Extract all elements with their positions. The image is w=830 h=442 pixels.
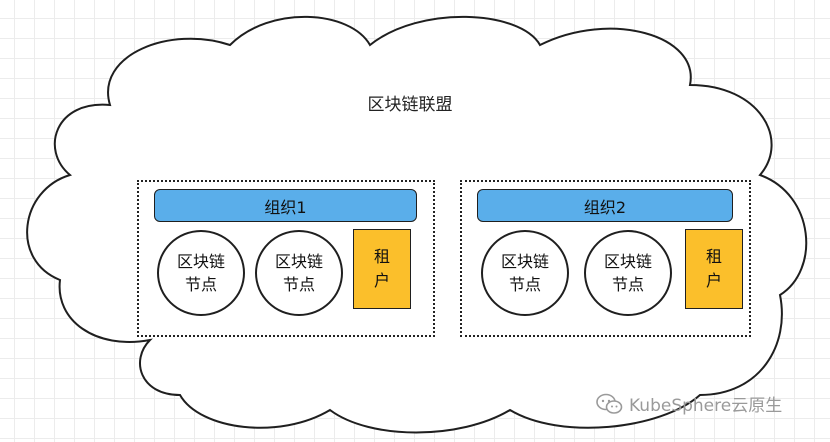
wechat-icon	[596, 393, 623, 414]
organization-1-label: 组织1	[154, 189, 417, 222]
organization-1-container	[137, 180, 435, 337]
tenant-label-line1: 租	[705, 247, 722, 266]
node-label-line1: 区块链	[500, 252, 549, 271]
tenant-box: 租 户	[353, 229, 411, 309]
blockchain-node: 区块链 节点	[255, 230, 343, 316]
node-label-line2: 节点	[184, 275, 217, 294]
node-label-line2: 节点	[282, 275, 315, 294]
watermark: KubeSphere云原生	[595, 391, 782, 416]
organization-2-label: 组织2	[477, 189, 733, 222]
blockchain-node: 区块链 节点	[584, 230, 672, 316]
blockchain-node: 区块链 节点	[157, 230, 245, 316]
node-label-line1: 区块链	[176, 252, 225, 271]
node-label-line1: 区块链	[603, 252, 652, 271]
node-label-line2: 节点	[611, 275, 644, 294]
tenant-label-line1: 租	[373, 247, 390, 266]
tenant-label-line2: 户	[705, 271, 722, 290]
diagram-title: 区块链联盟	[367, 95, 453, 115]
watermark-text: KubeSphere云原生	[629, 396, 783, 416]
organization-2-container	[460, 180, 751, 337]
tenant-box: 租 户	[685, 229, 743, 309]
tenant-label-line2: 户	[373, 271, 390, 290]
node-label-line1: 区块链	[274, 252, 323, 271]
node-label-line2: 节点	[508, 275, 541, 294]
blockchain-node: 区块链 节点	[481, 230, 569, 316]
